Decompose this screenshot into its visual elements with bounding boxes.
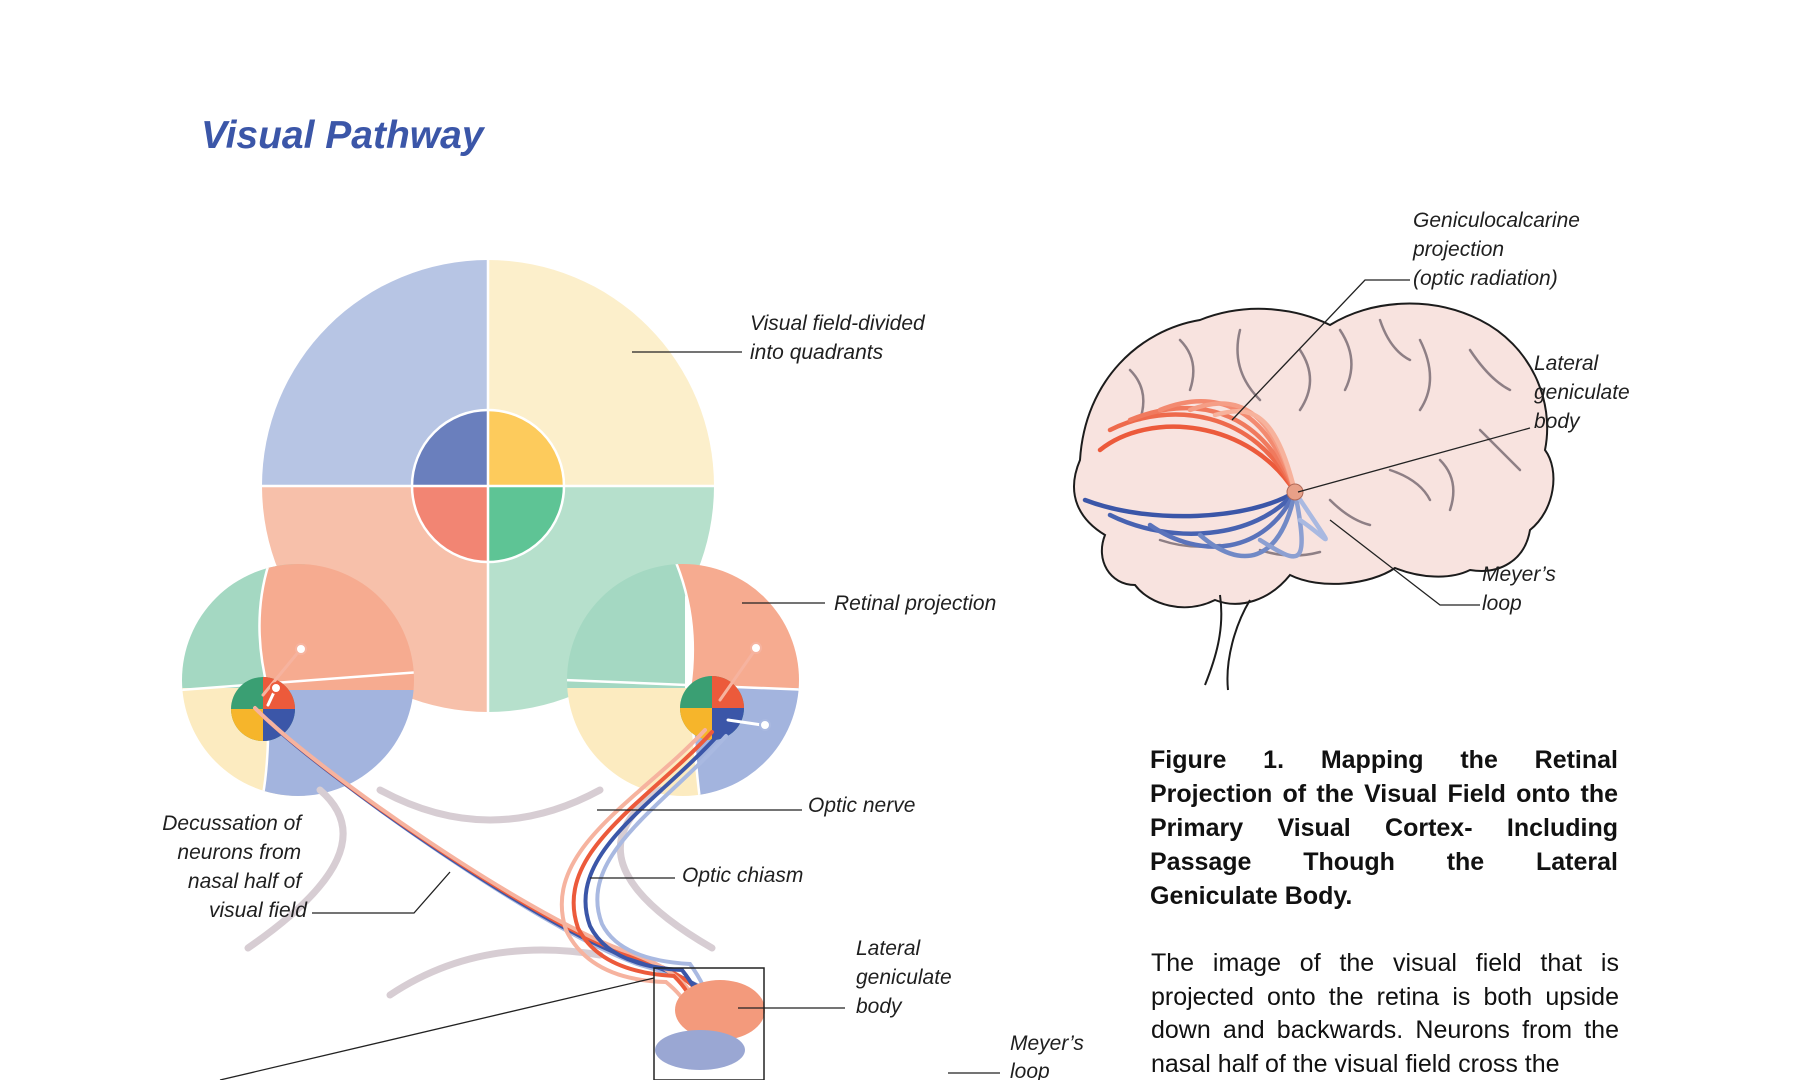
label-geniculocalcarine-line-3: (optic radiation) [1413,267,1558,290]
figure-caption: Figure 1. Mapping the Retinal Projection… [1150,746,1618,910]
label-brain-meyers-line-2: loop [1482,592,1522,615]
label-meyers-loop-line-1: Meyer’s [1010,1032,1084,1055]
label-brain-lgb-line-2: geniculate [1534,381,1630,404]
svg-text:Meyer’s loop: Meyer’s loop [1482,563,1562,615]
svg-text:Geniculocalcarine projecti: Geniculocalcarine projection (optic radi… [1412,209,1586,290]
label-visual-field-line-1: Visual field-divided [750,312,926,335]
label-retinal-projection: Retinal projection [834,592,996,615]
label-decussation-line-4: visual field [209,899,308,922]
label-lgb-line-1: Lateral [856,937,922,960]
label-brain-lgb-line-3: body [1534,410,1581,433]
page-title: Visual Pathway [201,114,484,157]
label-visual-field-line-2: into quadrants [750,341,884,364]
chiasm-outlines [244,786,716,999]
label-brain-meyers-line-1: Meyer’s [1482,563,1556,586]
svg-text:Lateral geniculate bod: Lateral geniculate body [1534,352,1636,433]
label-decussation-line-3: nasal half of [188,870,303,893]
svg-text:Visual field-divided into: Visual field-divided into quadrants [750,312,931,364]
body-paragraph: The image of the visual field that is pr… [1151,949,1619,1078]
label-optic-chiasm: Optic chiasm [682,864,803,887]
lateral-geniculate-body [653,967,765,1080]
label-meyers-loop-line-2: loop [1010,1060,1050,1080]
label-geniculocalcarine-line-1: Geniculocalcarine [1413,209,1580,232]
brain-outline [1073,302,1555,609]
brain-illustration [1073,302,1555,691]
optic-radiation-fibers [1082,399,1328,559]
label-optic-nerve: Optic nerve [808,794,915,817]
label-lgb-line-2: geniculate [856,966,952,989]
brain-stem [1204,594,1251,691]
brain-lgb-dot [1286,483,1304,501]
label-decussation-line-1: Decussation of [162,812,303,835]
label-lgb-line-3: body [856,995,903,1018]
svg-text:Decussation of neurons fro: Decussation of neurons from nasal half o… [162,812,308,922]
svg-text:Meyer’s loop: Meyer’s loop [1010,1032,1090,1080]
svg-text:Lateral geniculate bod: Lateral geniculate body [856,937,958,1018]
label-geniculocalcarine-line-2: projection [1412,238,1504,261]
label-brain-lgb-line-1: Lateral [1534,352,1600,375]
label-decussation-line-2: neurons from [177,841,301,864]
lgb-inset-box [653,967,765,1080]
